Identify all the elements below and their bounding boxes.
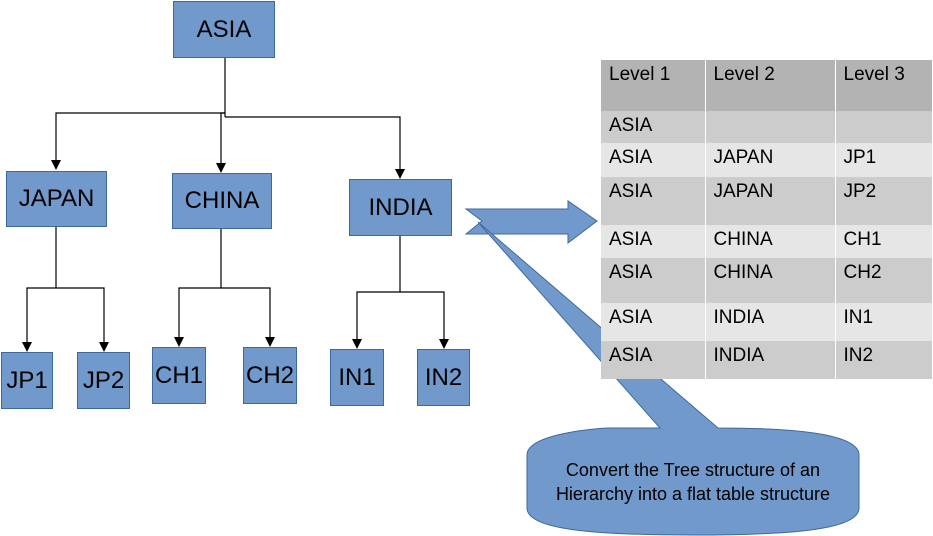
- table-row: ASIA JAPAN JP1: [601, 143, 932, 177]
- table-cell: CH2: [835, 258, 932, 303]
- table-cell: ASIA: [601, 341, 706, 379]
- connector-india-in2: [400, 291, 449, 349]
- connector-root-japan: [51, 112, 225, 170]
- table-cell: INDIA: [705, 303, 836, 341]
- node-asia: ASIA: [173, 1, 275, 58]
- table-cell: INDIA: [705, 341, 836, 379]
- table-cell: IN2: [835, 341, 932, 379]
- table-cell: JAPAN: [705, 177, 836, 225]
- callout-line-1: Convert the Tree structure of an: [565, 460, 821, 480]
- block-arrow-icon: [464, 200, 598, 245]
- header-level-3: Level 3: [835, 60, 932, 111]
- node-china: CHINA: [172, 173, 272, 229]
- table-row: ASIA INDIA IN2: [601, 341, 932, 379]
- table-cell: JP2: [835, 177, 932, 225]
- connector-india-in1: [352, 291, 400, 349]
- header-level-1: Level 1: [601, 60, 706, 111]
- callout-bubble: [477, 221, 860, 536]
- node-in2: IN2: [417, 349, 470, 406]
- table-cell: CH1: [835, 225, 932, 258]
- node-india: INDIA: [349, 179, 452, 236]
- node-japan: JAPAN: [6, 171, 107, 227]
- node-ch2: CH2: [243, 347, 297, 404]
- table-cell: [705, 111, 836, 143]
- table-header-row: Level 1 Level 2 Level 3: [601, 60, 932, 111]
- table-row: ASIA: [601, 111, 932, 143]
- connector-root-china: [216, 112, 226, 173]
- connector-japan-jp1: [22, 287, 56, 352]
- table-cell: ASIA: [601, 177, 706, 225]
- table-cell: ASIA: [601, 303, 706, 341]
- node-jp2: JP2: [77, 352, 130, 409]
- node-in1: IN1: [330, 349, 384, 406]
- table-cell: ASIA: [601, 225, 706, 258]
- callout-text: Convert the Tree structure of an Hierarc…: [527, 458, 859, 506]
- header-level-2: Level 2: [705, 60, 836, 111]
- table-row: ASIA CHINA CH2: [601, 258, 932, 303]
- connector-china-ch1: [174, 287, 221, 347]
- table-cell: JAPAN: [705, 143, 836, 177]
- callout-line-2: Hierarchy into a flat table structure: [555, 484, 831, 504]
- table-cell: ASIA: [601, 143, 706, 177]
- node-ch1: CH1: [152, 347, 206, 404]
- table-cell: CHINA: [705, 225, 836, 258]
- table-row: ASIA INDIA IN1: [601, 303, 932, 341]
- connector-root-india: [225, 116, 405, 179]
- table-row: ASIA JAPAN JP2: [601, 177, 932, 225]
- node-jp1: JP1: [1, 352, 53, 409]
- flat-hierarchy-table: Level 1 Level 2 Level 3 ASIA ASIA JAPAN …: [601, 60, 932, 379]
- table-cell: JP1: [835, 143, 932, 177]
- table-cell: [835, 111, 932, 143]
- table-row: ASIA CHINA CH1: [601, 225, 932, 258]
- table-cell: IN1: [835, 303, 932, 341]
- connector-japan-jp2: [56, 287, 109, 352]
- table-cell: ASIA: [601, 258, 706, 303]
- table-cell: ASIA: [601, 111, 706, 143]
- connector-china-ch2: [221, 287, 275, 347]
- table-cell: CHINA: [705, 258, 836, 303]
